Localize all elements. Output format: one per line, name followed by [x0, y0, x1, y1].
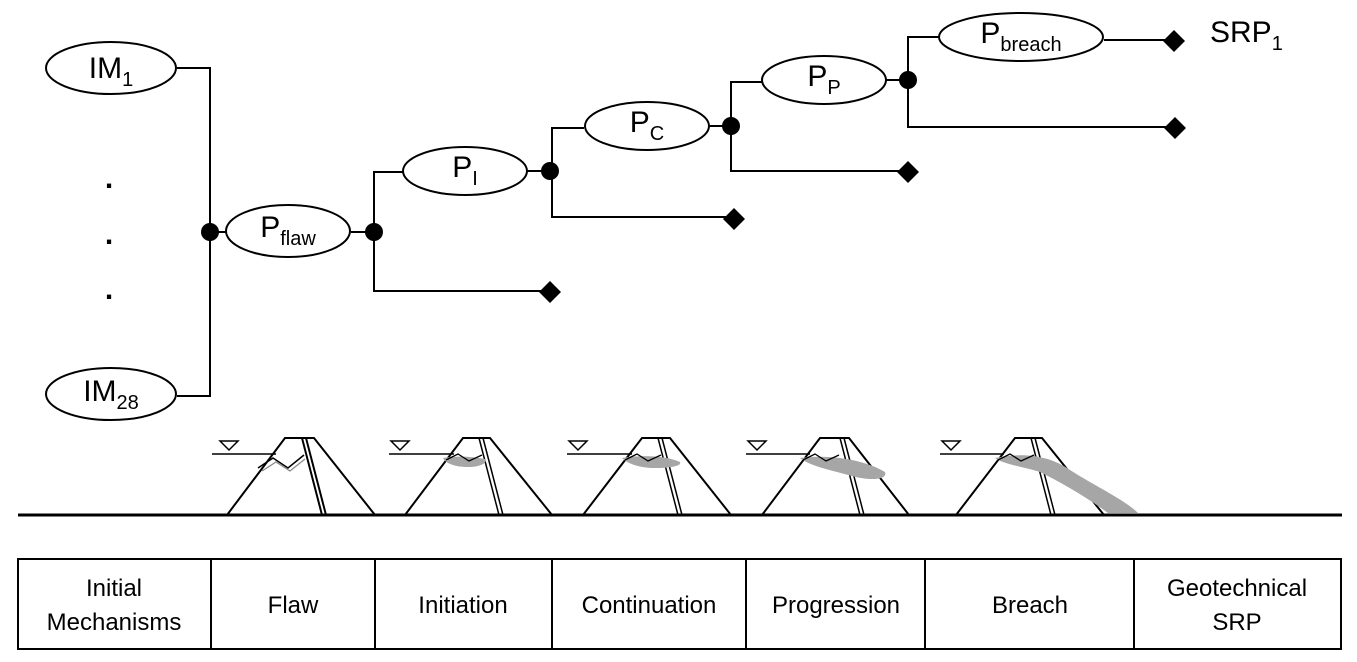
branch-pc-no	[730, 126, 907, 172]
ellipsis-dot: .	[105, 218, 113, 251]
stage-label-continuation: Continuation	[582, 592, 717, 619]
stage-label-breach: Breach	[992, 592, 1068, 619]
stage-table-grid	[17, 558, 1342, 650]
im28-node	[45, 367, 177, 421]
ellipsis-dot: .	[105, 273, 113, 306]
branch-to-pp	[730, 81, 762, 126]
junction-dot	[201, 223, 219, 241]
branch-pp-no	[907, 80, 1174, 128]
ellipsis-dot: .	[105, 162, 113, 195]
levee-continuation	[567, 437, 734, 516]
stage-label-flaw: Flaw	[268, 592, 319, 619]
end-diamond	[1163, 30, 1185, 52]
pi-label: PI	[452, 151, 478, 190]
stage-label-initial-mechanisms: Initial	[86, 575, 142, 602]
pi-node	[402, 146, 528, 196]
levee-flaw	[212, 437, 378, 516]
branch-to-pi	[373, 171, 404, 232]
pflaw-node	[225, 204, 351, 258]
stage-label-progression: Progression	[772, 592, 900, 619]
stage-table-labels: Initial Mechanisms Flaw Initiation Conti…	[47, 575, 1307, 636]
junction-dot	[722, 117, 740, 135]
end-diamond	[539, 281, 561, 303]
junction-dot	[365, 223, 383, 241]
levee-breach	[940, 437, 1138, 516]
pp-node	[761, 55, 887, 105]
tree-branches	[177, 36, 1174, 397]
stage-label-initial-mechanisms-line2: Mechanisms	[47, 609, 182, 636]
srp1-label: SRP1	[1210, 16, 1283, 55]
pbreach-node	[938, 12, 1104, 62]
end-diamonds	[539, 30, 1186, 303]
branch-pflaw-no	[373, 232, 549, 292]
im28-label: IM28	[83, 375, 139, 414]
junction-dot	[541, 162, 559, 180]
end-diamond	[1164, 117, 1186, 139]
levee-sketches	[212, 437, 1138, 516]
pbreach-label: Pbreach	[980, 17, 1061, 56]
stage-label-initiation: Initiation	[418, 592, 507, 619]
levee-initiation	[389, 437, 555, 516]
pc-node	[584, 101, 710, 151]
junction-dots	[201, 71, 917, 241]
pp-label: PP	[807, 60, 840, 99]
branch-to-pbreach	[907, 36, 940, 80]
node-ellipses	[45, 12, 1104, 421]
stage-label-geotechnical-srp-line2: SRP	[1212, 609, 1261, 636]
end-diamond	[723, 208, 745, 230]
levee-progression	[746, 437, 912, 516]
pc-label: PC	[630, 106, 664, 145]
junction-dot	[899, 71, 917, 89]
im1-label: IM1	[89, 52, 133, 91]
branch-pi-no	[551, 171, 733, 218]
stage-label-geotechnical-srp: Geotechnical	[1167, 575, 1307, 602]
pflaw-label: Pflaw	[260, 211, 316, 250]
im1-node	[45, 41, 177, 95]
end-diamond	[897, 161, 919, 183]
